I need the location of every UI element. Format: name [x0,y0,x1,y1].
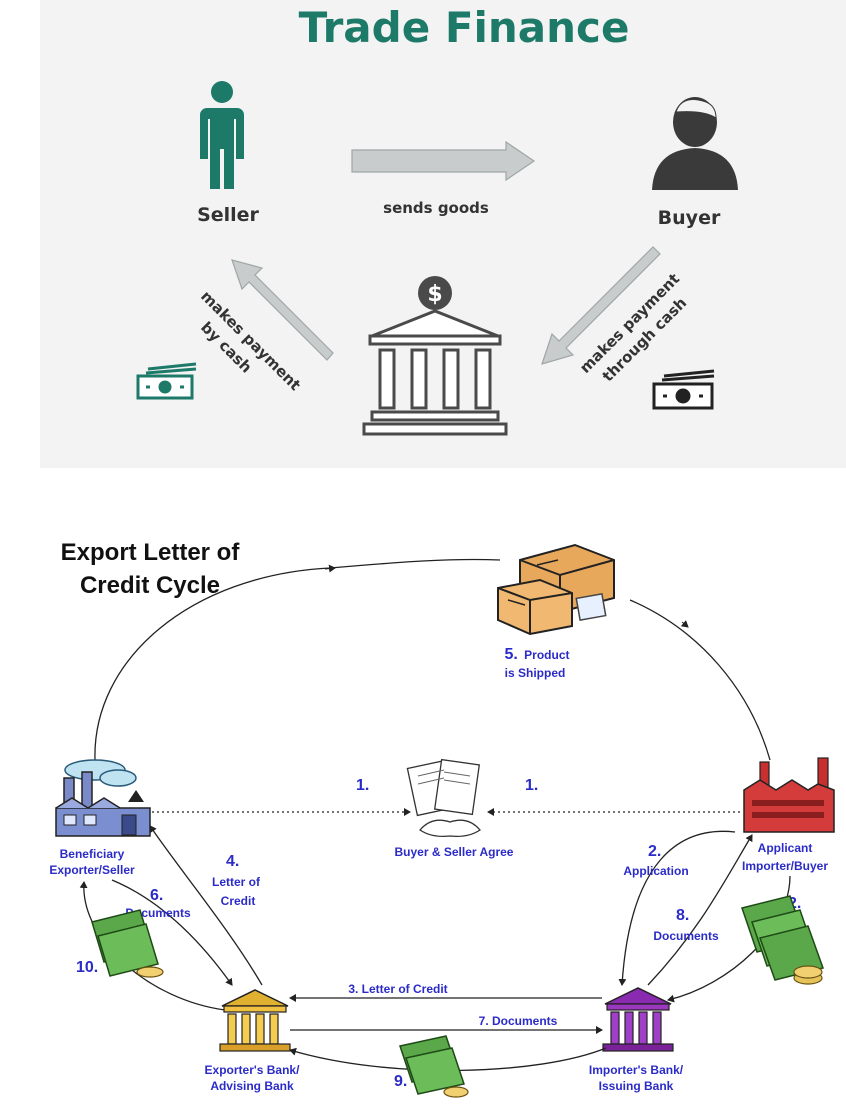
importer-bank-label-line1: Importer's Bank/ [589,1063,684,1077]
bank-dollar-icon: $ [362,276,508,436]
svg-text:$: $ [427,282,442,307]
cash-icon-seller [136,362,197,400]
svg-text:makes payment by cash: makes payment by cash [182,287,308,413]
step4-label-line1: Letter of [212,875,261,889]
beneficiary-label-line1: Beneficiary [60,847,125,861]
step8-label: Documents [653,929,719,943]
pay-seller-arrow [231,259,334,361]
step4-label-line2: Credit [221,894,256,908]
step7-label: 7. Documents [479,1014,558,1028]
buyer-label: Buyer [658,207,721,229]
step3-label: 3. Letter of Credit [348,982,447,996]
importer-bank-icon [602,987,674,1052]
step2-label: Application [623,864,688,878]
step8-num: 8. [676,907,689,924]
step1-right-label: 1. [525,777,538,794]
step2-num: 2. [648,843,661,860]
step9-payment-line [289,1047,607,1072]
lc-title-line1: Export Letter of [61,539,241,566]
step5-label-line2: is Shipped [505,666,566,680]
step2-payment-line [667,875,791,1003]
exporter-bank-icon [219,989,291,1052]
applicant-label-line2: Importer/Buyer [742,859,828,873]
seller-person-icon [200,81,244,189]
seller-label: Seller [197,204,259,226]
importer-bank-label-line2: Issuing Bank [599,1079,674,1093]
beneficiary-label-line2: Exporter/Seller [49,863,135,877]
lc-title-line2: Credit Cycle [80,572,220,599]
step6-documents-line [111,879,233,986]
trade-finance-title: Trade Finance [299,3,630,52]
sends-goods-label: sends goods [383,199,489,217]
step8-documents-line [647,834,753,986]
step2-application-line [618,830,736,986]
step10-num: 10. [76,959,98,976]
sends-goods-arrow [351,140,536,182]
shipping-loop-line [94,558,501,761]
agreement-handshake-icon [406,758,481,838]
money-stack-icon-applicant [741,895,824,985]
step9-num: 9. [394,1073,407,1090]
exporter-bank-label-line2: Advising Bank [210,1079,294,1093]
agree-label: Buyer & Seller Agree [395,845,514,859]
importer-factory-icon [743,757,835,833]
applicant-label-line1: Applicant [758,841,813,855]
money-stack-icon-banks [399,1035,469,1098]
money-stack-icon-beneficiary [91,909,164,978]
shipping-boxes-icon [497,543,615,636]
step5-label: 5. Product [504,646,569,663]
pay-bank-arrow [541,246,661,365]
step6-num: 6. [150,887,163,904]
exporter-bank-label-line1: Exporter's Bank/ [205,1063,301,1077]
shipping-loop-line-right [629,599,771,761]
step1-left-label: 1. [356,777,369,794]
step4-num: 4. [226,853,239,870]
exporter-factory-icon [55,759,151,837]
cash-icon-buyer [652,369,715,410]
step4-letter-line [149,825,263,986]
